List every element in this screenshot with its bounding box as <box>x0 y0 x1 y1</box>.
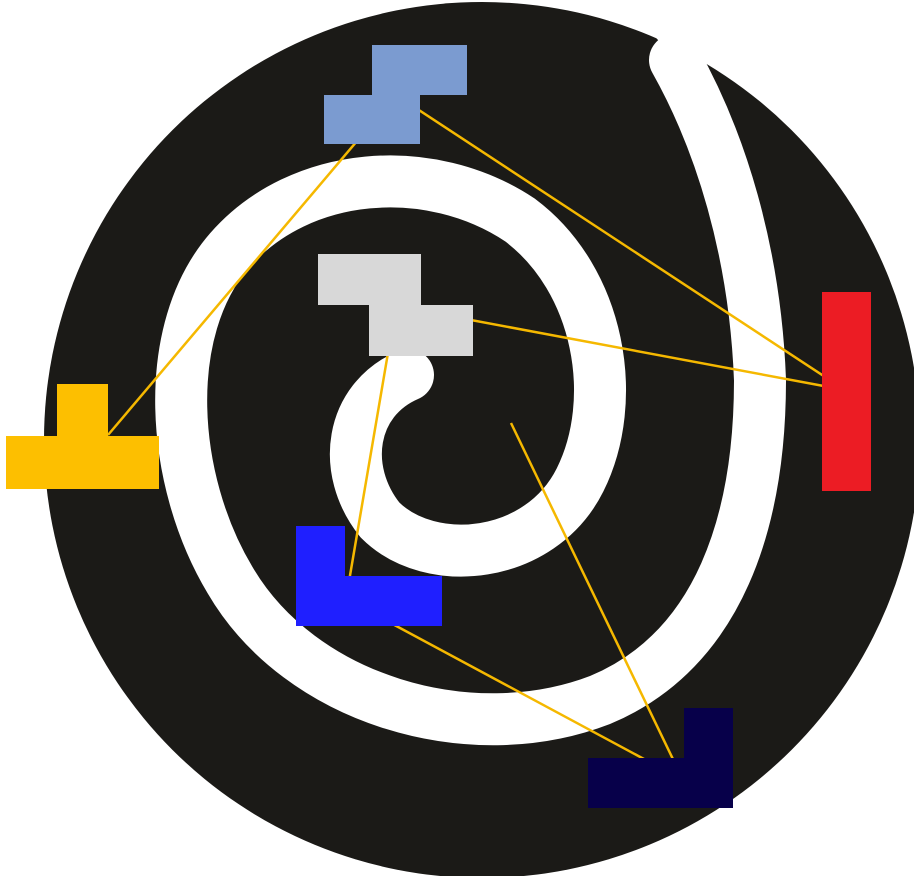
red-piece[interactable] <box>822 292 871 491</box>
